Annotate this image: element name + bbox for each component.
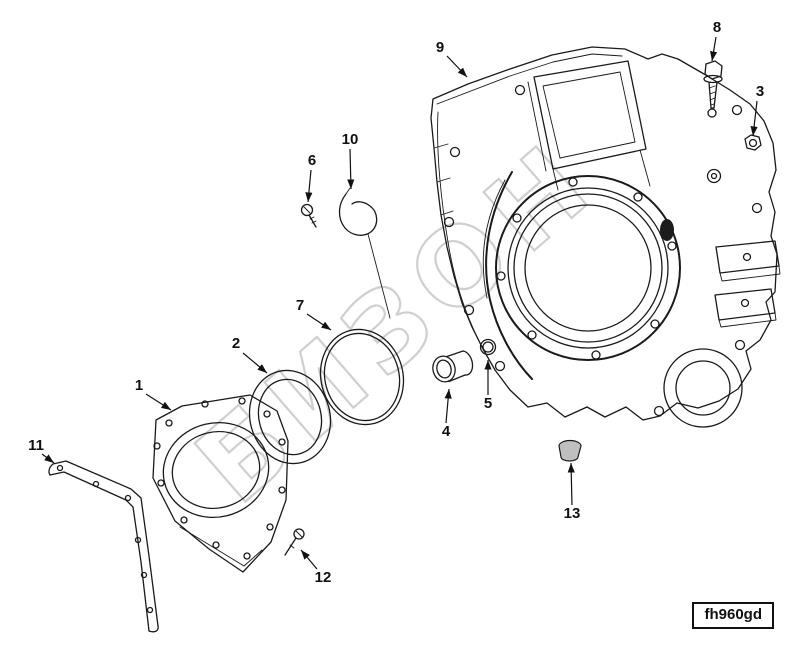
callout-8-arrow xyxy=(710,36,718,62)
callout-10-number: 10 xyxy=(342,131,359,148)
callout-1: 1 xyxy=(135,377,172,411)
callout-11: 11 xyxy=(28,437,55,464)
callout-5: 5 xyxy=(484,360,492,412)
callout-2-arrow xyxy=(242,352,268,374)
callout-3-number: 3 xyxy=(756,83,764,100)
callout-7-number: 7 xyxy=(296,297,304,314)
watermark-text: БИЗОН xyxy=(174,117,620,527)
callout-11-number: 11 xyxy=(28,437,44,454)
callout-6-number: 6 xyxy=(308,152,316,169)
callout-4-number: 4 xyxy=(442,423,451,440)
callout-3: 3 xyxy=(750,83,764,137)
callout-5-number: 5 xyxy=(484,395,492,412)
callout-2-number: 2 xyxy=(232,335,240,352)
callout-1-arrow xyxy=(145,393,172,411)
callout-9-arrow xyxy=(446,55,468,78)
part-seal-plate xyxy=(152,394,289,573)
part-bolt xyxy=(703,60,723,109)
part-screw-upper xyxy=(300,203,317,228)
callout-4-arrow xyxy=(444,388,452,424)
callout-3-arrow xyxy=(750,100,758,137)
callout-11-arrow xyxy=(41,453,55,464)
callout-8: 8 xyxy=(710,19,721,62)
dowel-pin xyxy=(660,219,674,241)
part-nut xyxy=(744,134,762,151)
callout-9: 9 xyxy=(436,39,468,78)
callout-6: 6 xyxy=(305,152,316,203)
part-o-ring xyxy=(479,338,497,356)
part-flywheel-housing xyxy=(430,46,781,428)
part-cup-plug xyxy=(558,439,582,462)
callout-13-number: 13 xyxy=(564,505,581,522)
callout-8-number: 8 xyxy=(713,19,721,36)
callout-7: 7 xyxy=(296,297,332,331)
callout-2: 2 xyxy=(232,335,268,374)
callout-7-arrow xyxy=(306,313,332,331)
callout-13-arrow xyxy=(567,462,575,506)
callout-4: 4 xyxy=(442,388,452,440)
diagram-line-art xyxy=(48,46,781,633)
part-plug xyxy=(432,350,474,383)
callout-9-number: 9 xyxy=(436,39,444,56)
callout-10: 10 xyxy=(342,131,359,190)
callout-13: 13 xyxy=(564,462,581,522)
callout-10-arrow xyxy=(347,148,355,190)
callout-6-arrow xyxy=(305,169,313,203)
figure-code: fh960gd xyxy=(704,605,762,623)
part-screw-lower xyxy=(284,528,305,556)
callout-1-number: 1 xyxy=(135,377,143,394)
figure-code-box: fh960gd xyxy=(692,601,774,629)
part-seal-ring xyxy=(248,369,332,465)
callout-12: 12 xyxy=(300,549,332,586)
callout-12-arrow xyxy=(300,549,318,570)
part-gasket-strip xyxy=(48,460,159,633)
callout-12-number: 12 xyxy=(315,569,332,586)
part-retainer-clip xyxy=(338,187,391,319)
part-gasket-ring xyxy=(319,328,405,426)
